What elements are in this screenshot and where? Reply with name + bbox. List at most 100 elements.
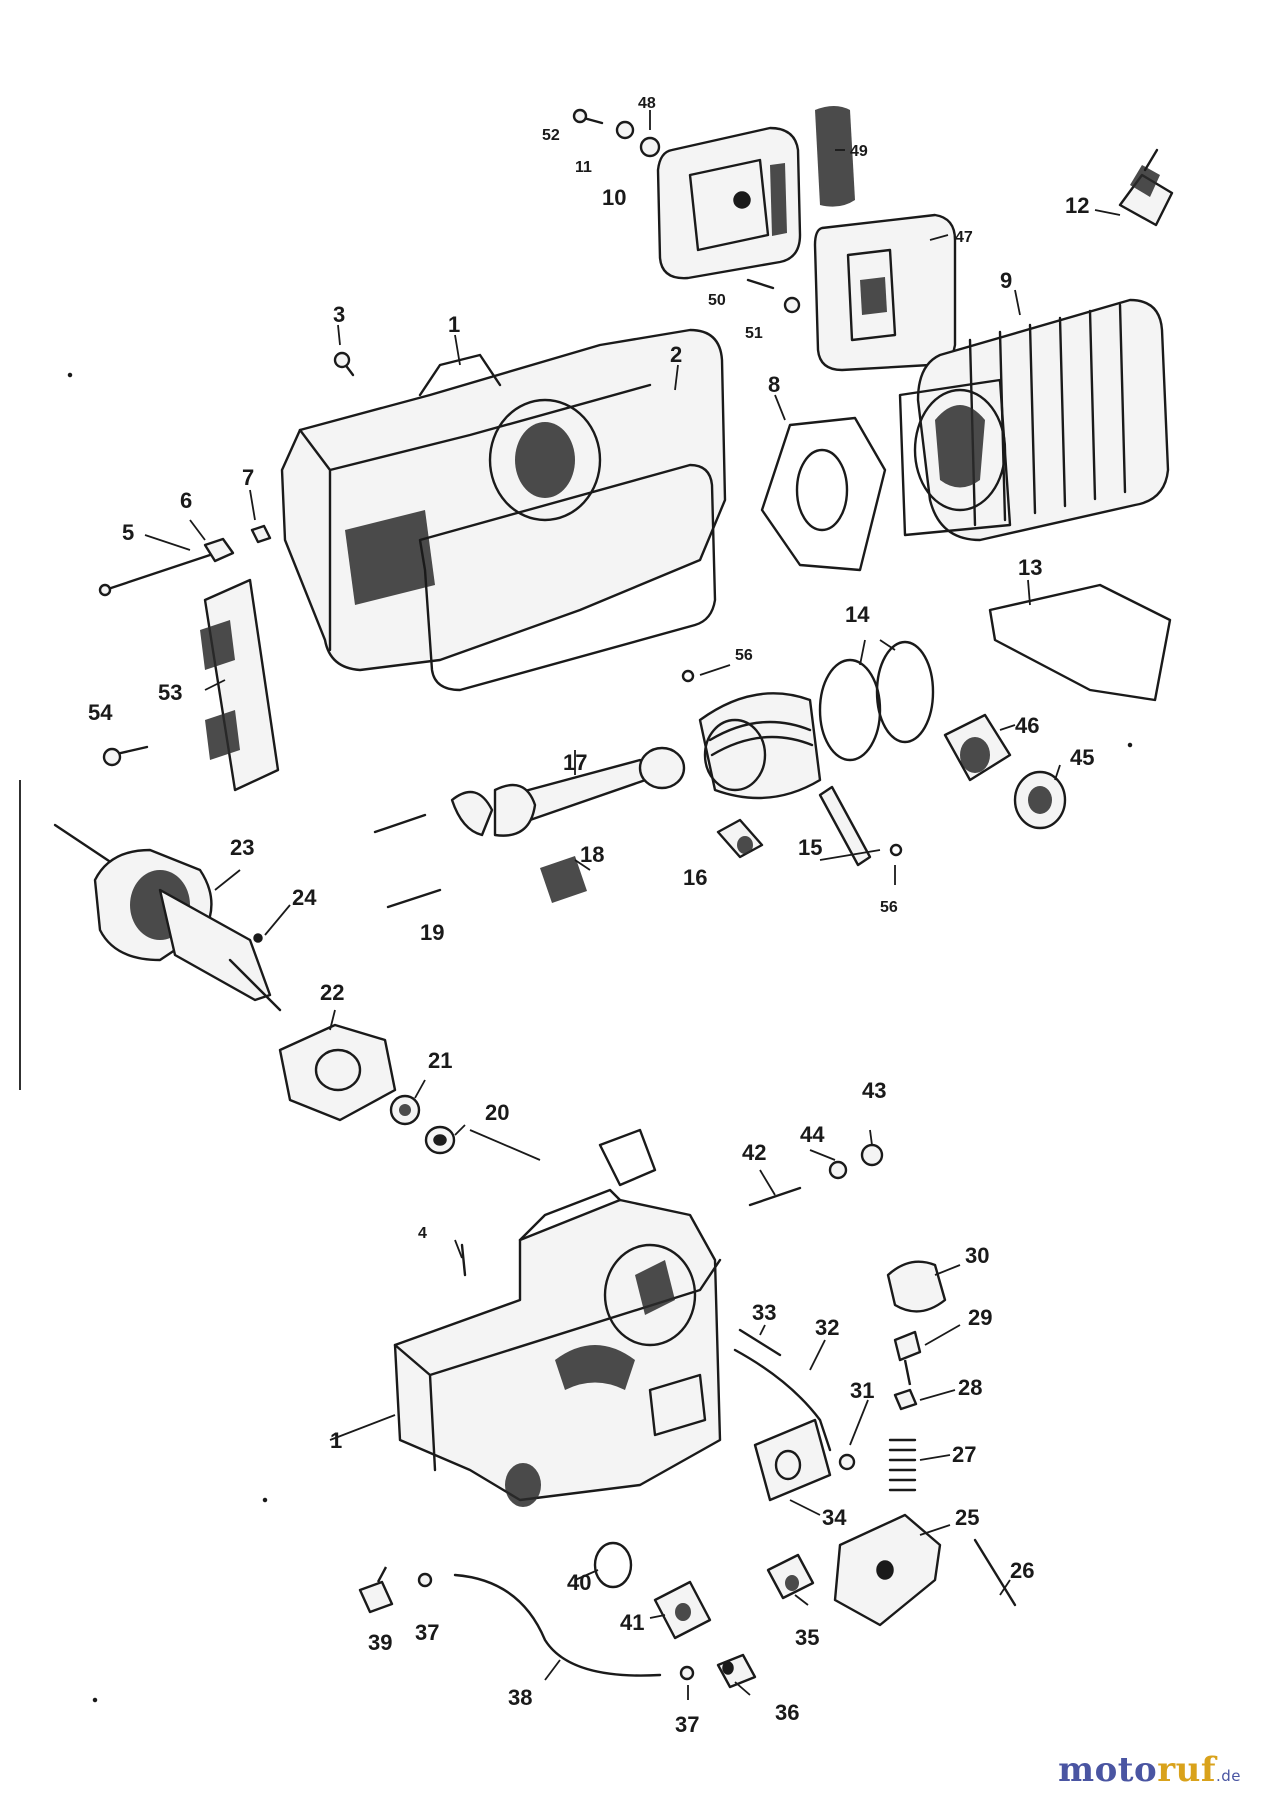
nut-part-20 [424,1125,456,1155]
plate-part-34 [753,1418,832,1502]
label-54: 54 [88,700,113,725]
needle-bearing-part-18 [540,856,587,903]
label-33: 33 [752,1300,776,1325]
crankshaft-part-23 [53,823,282,1012]
label-37b: 37 [675,1712,699,1737]
gasket-part-8 [760,416,887,572]
washer-part-6 [203,537,235,563]
o-ring-part-40 [593,1541,633,1589]
fitting-part-35 [766,1553,815,1600]
label-6: 6 [180,488,192,513]
crankcase-lower-part-1 [393,1128,722,1507]
label-14: 14 [845,602,870,627]
line-part-33 [738,1328,782,1357]
label-29: 29 [968,1305,992,1330]
label-11: 11 [575,159,592,176]
label-46: 46 [1015,713,1039,738]
label-47: 47 [955,229,973,246]
key-part-24 [253,933,263,943]
label-21: 21 [428,1048,452,1073]
rod-cap-part-17 [450,790,494,837]
pump-housing-part-25 [833,1513,942,1627]
piston-ring-part-14a [818,658,882,762]
label-42: 42 [742,1140,766,1165]
pin-part-4 [460,1243,467,1277]
label-51: 51 [745,325,763,342]
piston-pin-part-15 [818,785,872,867]
screw-part-3 [333,351,355,377]
label-8: 8 [768,372,780,397]
label-34: 34 [822,1505,847,1530]
logo-text-suffix: .de [1215,1767,1241,1785]
washer-part-11 [615,120,635,140]
label-2: 2 [670,342,682,367]
label-56b: 56 [880,899,898,916]
label-9: 9 [1000,268,1012,293]
label-15: 15 [798,835,822,860]
label-23: 23 [230,835,254,860]
cylinder-part-9 [898,298,1170,542]
bolt-part-26 [973,1538,1017,1607]
label-39: 39 [368,1630,392,1655]
bearing-part-46 [943,713,1012,782]
nut-part-37a [417,1572,433,1588]
label-41: 41 [620,1610,644,1635]
label-12: 12 [1065,193,1089,218]
piston-part-15-ring [698,692,822,800]
label-1: 1 [448,312,460,337]
label-37a: 37 [415,1620,439,1645]
logo-text-ruf: ruf [1157,1750,1216,1790]
label-44: 44 [800,1122,825,1147]
label-7: 7 [242,465,254,490]
label-49: 49 [850,143,868,160]
label-40: 40 [567,1570,591,1595]
filter-part-41 [653,1580,712,1640]
washer-part-21 [389,1094,421,1126]
crankcase-half-part-1 [280,328,727,672]
logo-text-moto: moto [1058,1750,1158,1790]
spring-part-27 [888,1438,917,1492]
label-25: 25 [955,1505,979,1530]
bracket-part-53 [200,578,280,792]
fitting-part-39 [358,1566,394,1614]
fitting-part-31 [838,1453,856,1471]
motoruf-logo: motoruf.de [1058,1750,1241,1790]
nut-part-7 [250,524,272,544]
label-1b: 1 [330,1428,342,1453]
nut-part-43 [860,1143,884,1167]
gasket-part-2 [418,463,717,692]
label-28: 28 [958,1375,982,1400]
screen-part-49 [815,106,855,207]
leader-lines [144,110,1121,1700]
label-43: 43 [862,1078,886,1103]
washer-part-28 [893,1388,918,1411]
label-19: 19 [420,920,444,945]
connecting-rod-part-17 [493,746,686,837]
label-26: 26 [1010,1558,1034,1583]
label-48: 48 [638,95,656,112]
spark-plug-part-12 [1118,148,1174,227]
label-16: 16 [683,865,707,890]
circlip-part-56b [889,843,903,857]
seal-plate-part-22 [278,1023,397,1122]
label-38: 38 [508,1685,532,1710]
label-53: 53 [158,680,182,705]
label-32: 32 [815,1315,839,1340]
screw-part-19b [386,888,442,909]
label-36: 36 [775,1700,799,1725]
screw-part-50 [746,278,775,290]
label-24: 24 [292,885,317,910]
screw-part-29 [893,1330,922,1386]
oil-line-part-32 [733,1348,832,1452]
piston-ring-part-14b [875,640,935,744]
label-5: 5 [122,520,134,545]
label-35: 35 [795,1625,819,1650]
bearing-part-16 [716,818,764,859]
washer-part-44 [828,1160,848,1180]
label-50: 50 [708,292,726,309]
label-18: 18 [580,842,604,867]
fitting-part-36 [716,1653,757,1689]
label-31: 31 [850,1378,874,1403]
label-4: 4 [418,1225,427,1242]
